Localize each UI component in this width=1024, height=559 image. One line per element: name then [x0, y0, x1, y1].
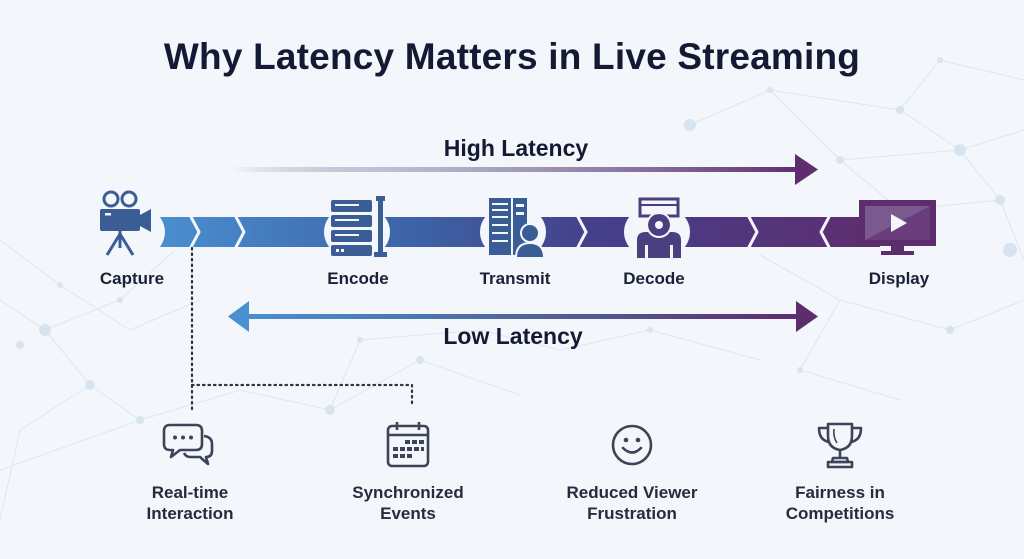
- calendar-icon: [386, 422, 430, 468]
- benefit-real-time-interaction: Real-time Interaction: [90, 420, 290, 524]
- benefit-label-line2: Competitions: [785, 504, 895, 523]
- low-latency-arrow: [228, 301, 818, 332]
- gear-person-icon: [637, 197, 681, 258]
- low-latency-label: Low Latency: [443, 323, 583, 349]
- benefit-label-line2: Interaction: [146, 504, 234, 523]
- benefit-label-line1: Synchronized: [352, 483, 464, 502]
- benefit-reduced-viewer-frustration: Reduced Viewer Frustration: [532, 420, 732, 524]
- benefit-label-line2: Events: [380, 504, 436, 523]
- dotted-connector: [190, 246, 414, 412]
- benefit-synchronized-events: Synchronized Events: [308, 420, 508, 524]
- monitor-play-icon: [859, 200, 936, 255]
- benefit-fairness-in-competitions: Fairness in Competitions: [740, 420, 940, 524]
- stage-decode-label: Decode: [623, 269, 685, 288]
- benefit-label-line2: Frustration: [587, 504, 677, 523]
- server-rack-icon: [331, 196, 387, 257]
- benefit-label-line1: Reduced Viewer: [566, 483, 698, 502]
- trophy-icon: [817, 422, 863, 469]
- benefit-label-line1: Real-time: [151, 483, 229, 502]
- smiley-icon: [611, 424, 653, 466]
- chat-bubbles-icon: [162, 423, 214, 466]
- stage-transmit-label: Transmit: [479, 269, 551, 288]
- high-latency-arrow: [230, 154, 818, 185]
- page-title: Why Latency Matters in Live Streaming: [163, 36, 861, 77]
- benefit-label-line1: Fairness in: [795, 483, 885, 502]
- high-latency-label: High Latency: [443, 135, 589, 161]
- server-with-person-icon: [489, 198, 546, 259]
- video-camera-icon: [100, 190, 151, 256]
- stage-encode-label: Encode: [327, 269, 389, 288]
- stage-capture-label: Capture: [99, 269, 165, 288]
- stage-display-label: Display: [868, 269, 930, 288]
